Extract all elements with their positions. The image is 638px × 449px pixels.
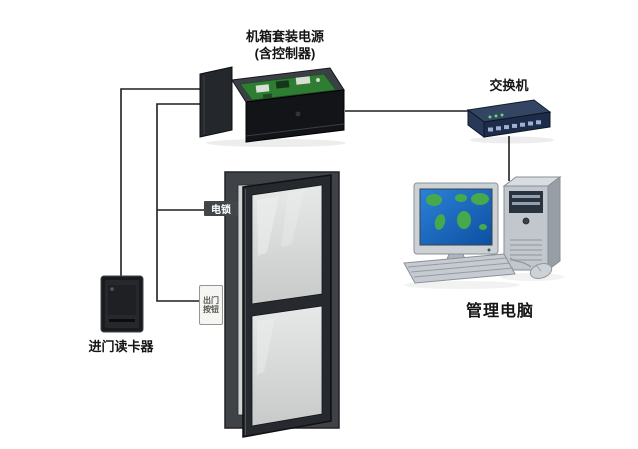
card-reader-led xyxy=(110,287,114,291)
controller-front-face xyxy=(245,89,345,143)
computer-keyboard xyxy=(403,253,516,284)
controller-box xyxy=(199,66,346,147)
door-assembly xyxy=(224,171,340,438)
pcb-chip xyxy=(275,80,290,89)
pcb-component xyxy=(316,78,320,82)
wire-reader-to-controller xyxy=(120,88,202,278)
pcb-chip xyxy=(255,84,270,93)
controller-label-line2: (含控制器) xyxy=(254,46,316,61)
connector-lines xyxy=(120,88,510,302)
controller-label: 机箱套装电源 (含控制器) xyxy=(205,28,365,62)
mouse-cable xyxy=(509,257,532,268)
glass-reflection xyxy=(257,318,275,375)
pcb-chip xyxy=(262,93,273,99)
switch-shadow xyxy=(470,136,554,144)
network-switch xyxy=(466,99,554,144)
glass-reflection xyxy=(257,196,279,256)
card-reader-slot xyxy=(109,319,135,322)
wire-controller-to-exit-button xyxy=(156,103,201,302)
computer-label: 管理电脑 xyxy=(465,303,534,320)
card-reader xyxy=(100,275,144,333)
switch-left-face xyxy=(467,109,485,138)
glass-reflection xyxy=(281,190,304,247)
controller-front-seam xyxy=(245,123,345,137)
controller-label-line1: 机箱套装电源 xyxy=(245,29,324,44)
controller-lid xyxy=(199,66,233,138)
tower-drive-slot xyxy=(512,202,540,205)
computer-tower xyxy=(502,176,562,271)
tower-power-button xyxy=(522,217,530,225)
controller-keyhole xyxy=(294,110,302,118)
mouse-button-seam xyxy=(535,264,542,272)
tower-drive-slot xyxy=(512,195,540,198)
controller-shadow xyxy=(206,139,346,147)
management-computer xyxy=(403,176,564,289)
monitor-power-led xyxy=(487,248,491,252)
keyboard-keys xyxy=(407,257,514,278)
exit-button: 出门 按钮 xyxy=(199,285,223,325)
door-glass-bottom xyxy=(251,305,323,427)
exit-button-label-line2: 按钮 xyxy=(203,305,219,314)
computer-shadow xyxy=(404,281,520,289)
computer-monitor xyxy=(413,182,499,271)
world-map-land xyxy=(426,193,489,230)
lock-label: 电锁 xyxy=(204,201,238,216)
switch-label: 交换机 xyxy=(489,78,529,93)
tower-side xyxy=(547,176,561,271)
computer-mouse xyxy=(509,257,553,279)
card-reader-label: 进门读卡器 xyxy=(88,339,154,354)
pcb-chip xyxy=(295,76,311,85)
exit-button-label-line1: 出门 xyxy=(203,296,219,305)
tower-vents xyxy=(510,239,542,261)
switch-ports xyxy=(488,120,541,132)
switch-leds xyxy=(488,113,504,119)
